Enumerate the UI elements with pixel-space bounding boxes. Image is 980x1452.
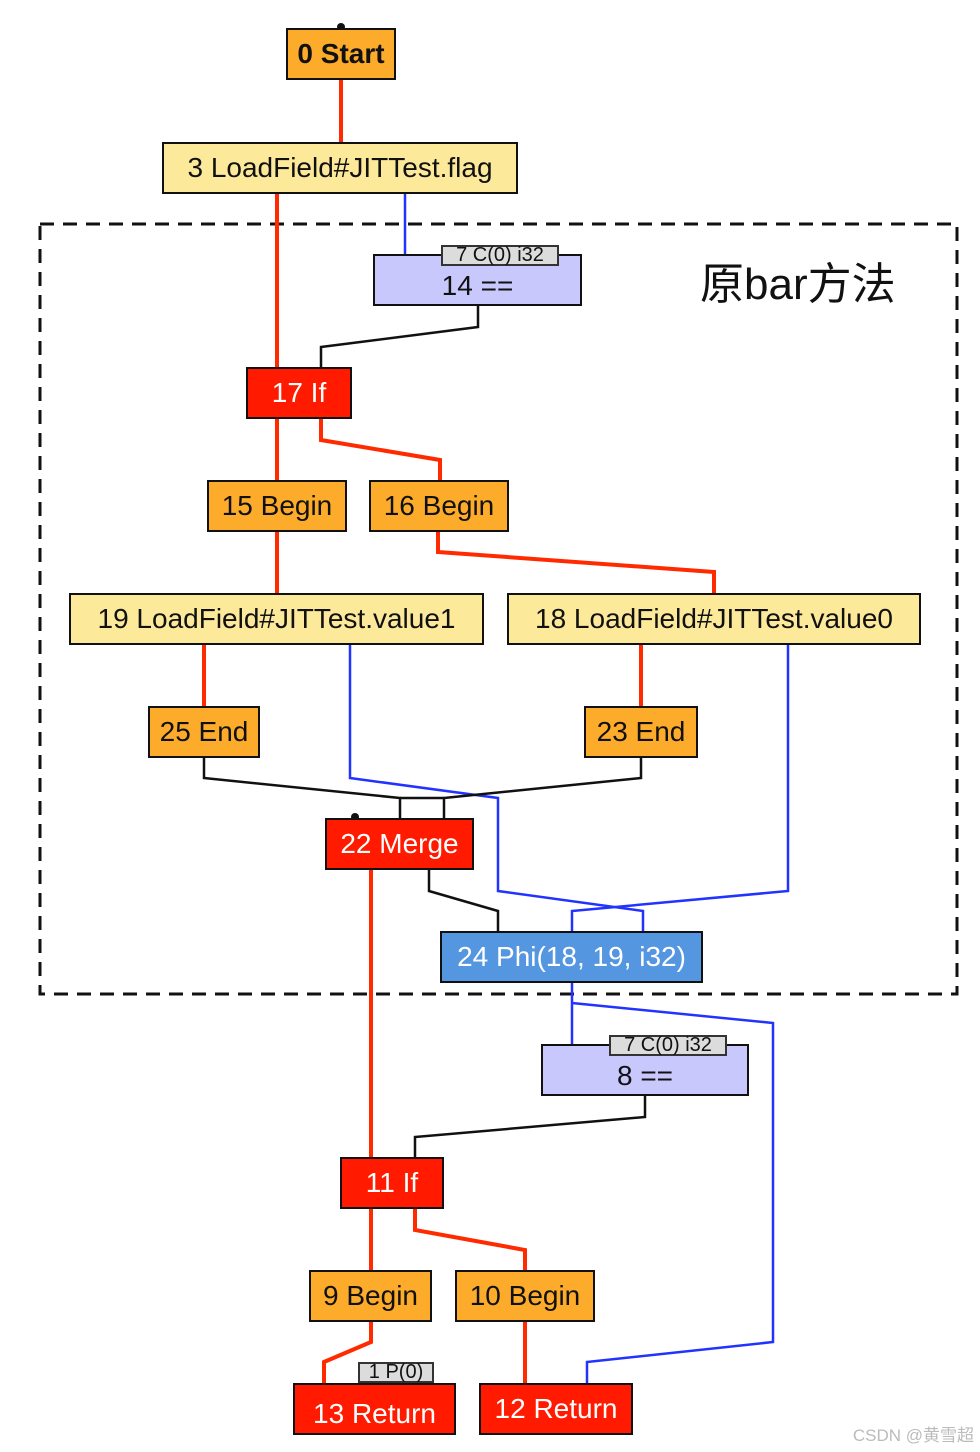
edge	[442, 758, 643, 818]
edge	[319, 306, 480, 367]
node-label: 9 Begin	[323, 1280, 418, 1311]
edge	[570, 645, 790, 931]
node-24-phi[interactable]: 24 Phi(18, 19, i32)	[440, 931, 703, 983]
node-15-begin[interactable]: 15 Begin	[207, 480, 347, 532]
edge	[202, 758, 402, 818]
node-12-return[interactable]: 12 Return	[479, 1383, 633, 1435]
node-14-constant-tag: 7 C(0) i32	[441, 245, 559, 266]
edge	[322, 1322, 373, 1383]
node-label: 3 LoadField#JITTest.flag	[187, 152, 493, 183]
node-23-end[interactable]: 23 End	[584, 706, 698, 758]
edge	[319, 419, 442, 480]
node-25-end[interactable]: 25 End	[148, 706, 260, 758]
node-label: 0 Start	[297, 38, 385, 69]
node-3-loadfield-flag[interactable]: 3 LoadField#JITTest.flag	[162, 142, 518, 194]
node-label: 15 Begin	[221, 490, 333, 521]
node-19-loadfield-value1[interactable]: 19 LoadField#JITTest.value1	[69, 593, 484, 645]
edge	[348, 645, 645, 931]
node-17-if[interactable]: 17 If	[246, 367, 352, 419]
node-11-if[interactable]: 11 If	[340, 1157, 444, 1209]
node-label: 19 LoadField#JITTest.value1	[97, 603, 456, 634]
method-boundary-box	[38, 222, 959, 996]
node-10-begin[interactable]: 10 Begin	[455, 1270, 595, 1322]
node-label: 23 End	[596, 716, 686, 747]
node-label: 16 Begin	[383, 490, 495, 521]
edge	[427, 870, 500, 931]
node-label: 17 If	[271, 377, 327, 408]
node-18-loadfield-value0[interactable]: 18 LoadField#JITTest.value0	[507, 593, 921, 645]
node-label: 24 Phi(18, 19, i32)	[457, 941, 686, 972]
edge	[413, 1209, 527, 1270]
node-label: 8 ==	[616, 1060, 674, 1091]
node-label: 10 Begin	[469, 1280, 581, 1311]
watermark: CSDN @黄雪超	[852, 1426, 974, 1445]
node-label: 11 If	[365, 1167, 419, 1198]
node-13-parameter-tag: 1 P(0)	[358, 1362, 434, 1383]
edge	[413, 1096, 647, 1157]
node-22-merge[interactable]: 22 Merge	[325, 818, 474, 870]
node-label: 14 ==	[441, 270, 514, 301]
node-13-return[interactable]: 13 Return	[293, 1383, 456, 1435]
node-label: 13 Return	[313, 1398, 436, 1429]
node-label: 25 End	[159, 716, 249, 747]
control-flow-edges	[202, 80, 716, 1383]
node-label: 22 Merge	[340, 828, 459, 859]
node-8-constant-tag: 7 C(0) i32	[609, 1035, 727, 1056]
edge	[571, 1001, 775, 1383]
method-annotation: 原bar方法	[700, 260, 896, 309]
node-0-start[interactable]: 0 Start	[286, 28, 396, 80]
node-16-begin[interactable]: 16 Begin	[369, 480, 509, 532]
association-edges	[202, 306, 647, 1157]
data-flow-edges	[348, 194, 790, 1383]
edge	[436, 532, 716, 593]
node-9-begin[interactable]: 9 Begin	[309, 1270, 432, 1322]
node-label: 18 LoadField#JITTest.value0	[535, 603, 893, 634]
node-label: 12 Return	[494, 1393, 618, 1424]
